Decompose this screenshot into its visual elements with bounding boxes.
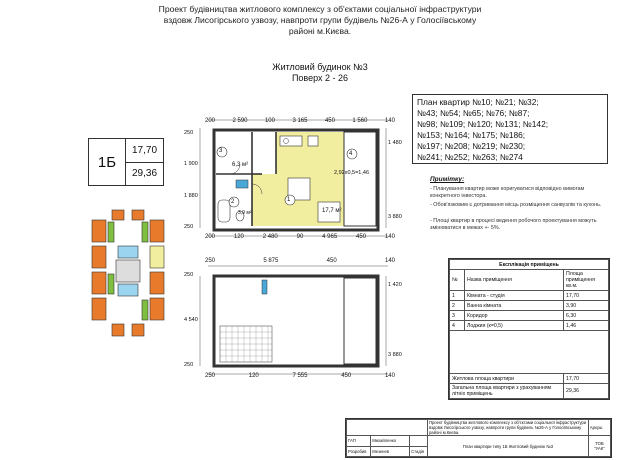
apartment-type-box: 1Б 17,70 29,36 (88, 138, 164, 186)
title-block-stamp: Проект будівництва житлового комплексу з… (345, 418, 612, 458)
key-plan-highlight (149, 245, 165, 269)
room-3-number: 3 (219, 148, 223, 154)
apartment-floor-plan (199, 119, 388, 237)
total-area-label: Загальна площа квартири з урахуванням лі… (449, 383, 564, 399)
stamp-role-1: ГАП (345, 435, 372, 447)
stamp-person-1: Михайленко (370, 435, 411, 447)
stamp-person-2: Мезенев (370, 445, 411, 457)
building-caption: Житловий будинок №3 Поверх 2 - 26 (220, 62, 420, 84)
bottom-dimensions: 200 120 2 480 90 4 965 450 140 (205, 234, 395, 240)
stamp-role-2: Розробив (345, 445, 372, 457)
room-1-area: 17,7 м² (322, 208, 342, 214)
apartment-living-area: 17,70 (126, 139, 163, 163)
room-2-number: 2 (231, 199, 235, 205)
table-row: 3 Коридор 6,30 (449, 310, 609, 321)
lower-top-dimensions: 250 5 875 450 140 (205, 258, 395, 264)
room-3-area: 6,3 м² (232, 162, 249, 168)
stamp-sheet-title: План квартири типу 1Б Житловий будинок №… (426, 435, 589, 457)
stamp-project-text: Проект будівництва житлового комплексу з… (426, 419, 589, 436)
room-explication-table: Експлікація приміщень № Назва приміщення… (448, 258, 610, 400)
note-item-2: - Обов'язковим є дотримання місць розміщ… (430, 202, 602, 208)
table-row: 2 Ванна кімната 3,90 (449, 300, 609, 311)
total-area-value: 29,36 (563, 383, 609, 399)
stamp-sheet-label: Аркуш (587, 419, 612, 436)
apartment-total-area: 29,36 (131, 168, 158, 180)
title-line-1: Проект будівництва житлового комплексу з… (158, 4, 482, 14)
table-row: 4 Лоджия (к=0,5) 1,46 (449, 320, 609, 331)
room-1-number: 1 (287, 197, 291, 203)
lower-right-dimensions: 1 420 3 880 (388, 282, 402, 358)
table-row: 1 Кімната - студія 17,70 (449, 290, 609, 301)
left-dimensions: 250 1 900 1 880 250 (184, 130, 198, 230)
note-item-3: - Площі квартир в процесі ведення робочо… (430, 218, 597, 231)
title-line-3: районі м.Києва. (288, 26, 352, 36)
living-area-value: 17,70 (563, 373, 609, 384)
loggia-area: 2,92х0,5=1,46 (334, 170, 370, 176)
right-dimensions: 1 480 3 880 (388, 140, 402, 220)
building-name: Житловий будинок №3 (272, 62, 368, 72)
note-item-1: - Планування квартир може коригуватися в… (430, 186, 585, 199)
stamp-stage-label: Стадія (409, 445, 428, 457)
title-line-2: вздовж Лисогірського узвозу, навпроти гр… (163, 15, 477, 25)
key-floor-plan (91, 209, 165, 337)
room-4-number: 4 (349, 151, 353, 157)
living-area-label: Житлова площа квартири (449, 373, 564, 384)
building-floors: Поверх 2 - 26 (291, 73, 349, 83)
spec-caption: Експлікація приміщень (449, 259, 609, 270)
spec-col-area: Площа приміщення кв.м. (563, 269, 609, 291)
spec-col-no: № (449, 269, 465, 291)
stamp-organisation: ТОВ "УАК" (587, 435, 612, 457)
lower-left-dimensions: 250 4 540 250 (184, 272, 198, 368)
shell-floor-plan (199, 265, 388, 375)
room-2-area: 3,9 м² (238, 210, 252, 216)
apartment-number-list: План квартир №10; №21; №32; №43; №54; №6… (412, 94, 608, 164)
notes-heading: Примітку: (430, 176, 465, 183)
project-title: Проект будівництва житлового комплексу з… (60, 4, 580, 37)
spec-col-name: Назва приміщення (464, 269, 564, 291)
top-dimensions: 200 2 590 100 3 165 450 1 560 140 (205, 118, 395, 124)
lower-bottom-dimensions: 250 120 7 555 450 140 (205, 373, 395, 379)
apartment-type-code: 1Б (89, 139, 126, 185)
